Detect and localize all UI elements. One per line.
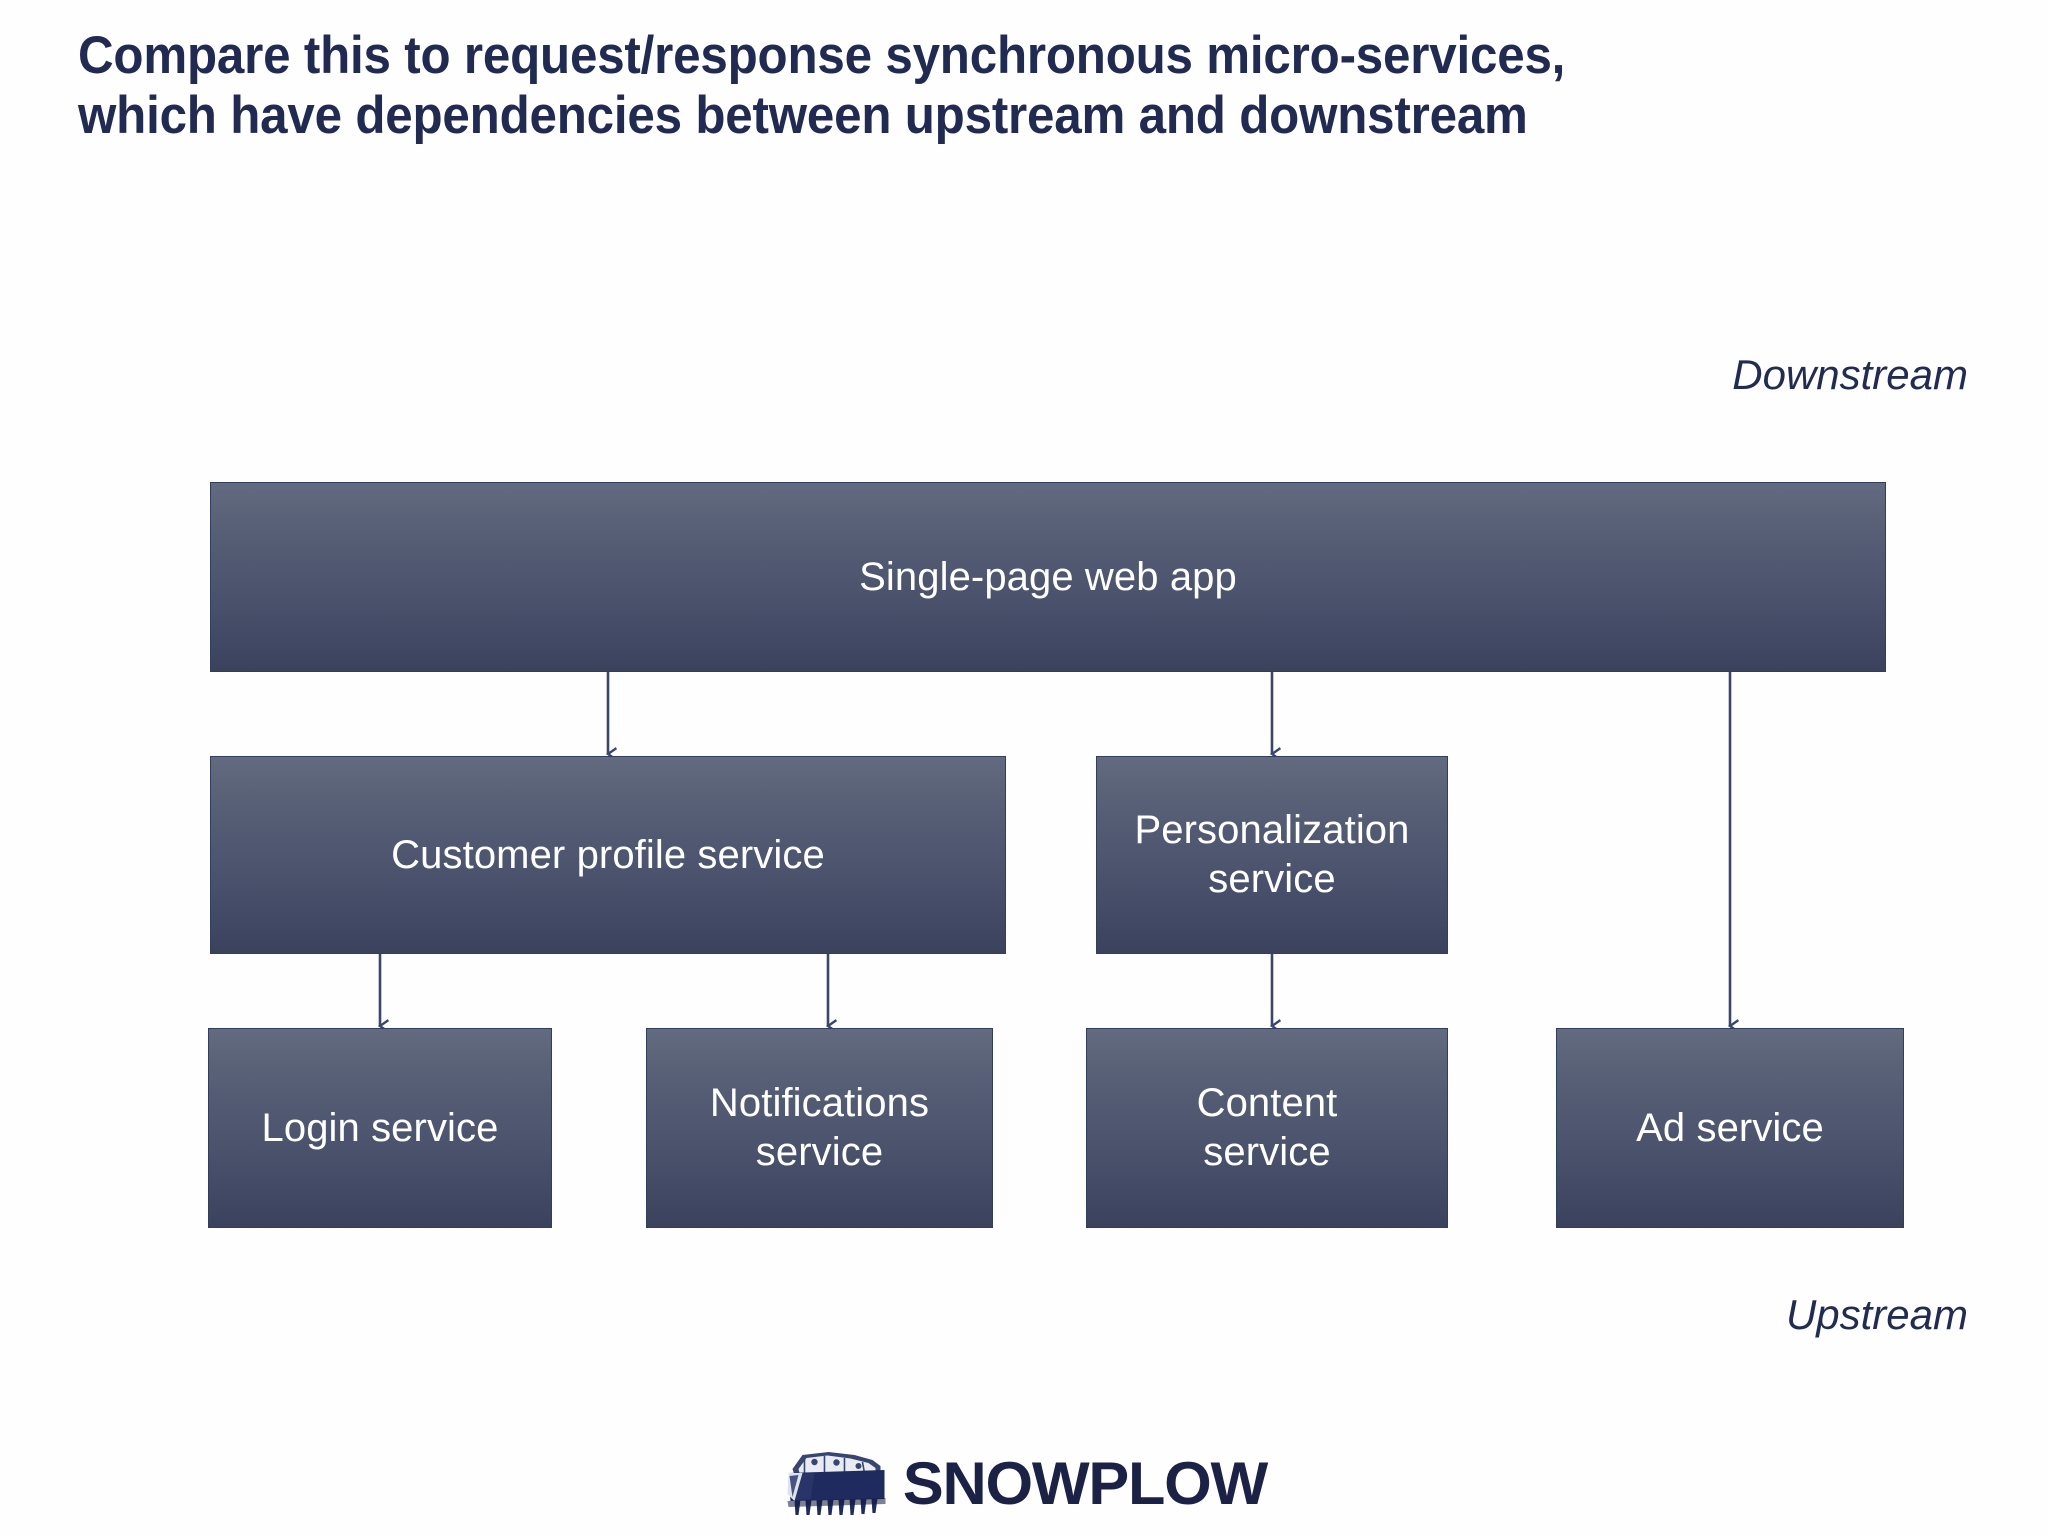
node-label: Personalization service bbox=[1134, 808, 1410, 901]
node-label: Single-page web app bbox=[859, 554, 1237, 599]
upstream-label: Upstream bbox=[1785, 1291, 1968, 1338]
logo-wordmark: SNOWPLOW bbox=[902, 1450, 1268, 1517]
node-content-service[interactable]: Content service bbox=[1086, 1028, 1448, 1228]
node-label: Notifications service bbox=[709, 1081, 930, 1174]
node-personalization-service[interactable]: Personalization service bbox=[1096, 756, 1448, 954]
node-single-page-web-app[interactable]: Single-page web app bbox=[210, 482, 1886, 672]
node-label: Customer profile service bbox=[391, 832, 825, 877]
node-customer-profile-service[interactable]: Customer profile service bbox=[210, 756, 1006, 954]
node-label: Login service bbox=[261, 1105, 499, 1150]
downstream-label: Downstream bbox=[1732, 351, 1968, 398]
node-label: Content service bbox=[1196, 1081, 1338, 1174]
node-ad-service[interactable]: Ad service bbox=[1556, 1028, 1904, 1228]
node-notifications-service[interactable]: Notifications service bbox=[646, 1028, 993, 1228]
node-label: Ad service bbox=[1636, 1105, 1824, 1150]
page-title: Compare this to request/response synchro… bbox=[78, 26, 1566, 146]
node-login-service[interactable]: Login service bbox=[208, 1028, 552, 1228]
snowplow-logo: SNOWPLOW bbox=[784, 1438, 1268, 1530]
snowplow-blade-icon bbox=[787, 1452, 886, 1515]
